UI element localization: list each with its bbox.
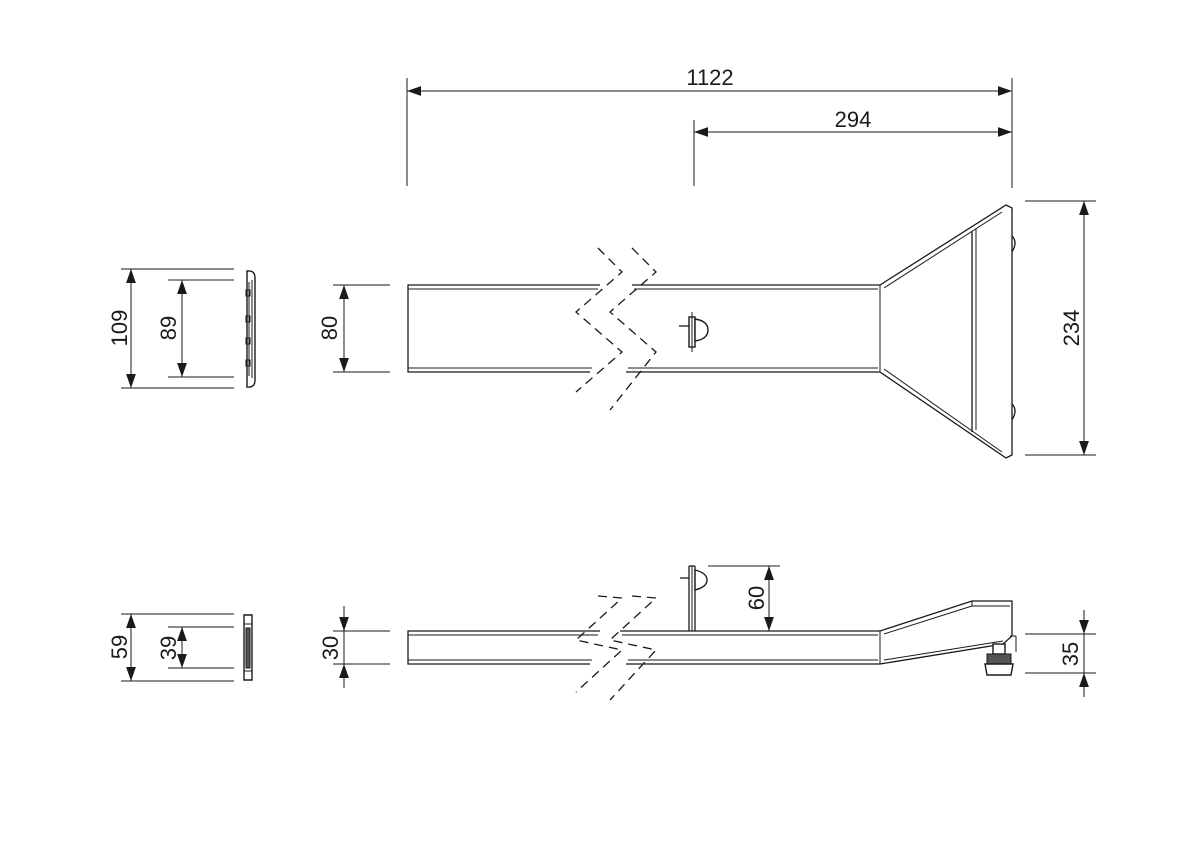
dimension-label-59: 59 [107,635,132,659]
break-line-top-1 [575,247,623,393]
dimension-arm-width: 80 [317,284,390,373]
dimension-end-inner-height: 39 [156,626,234,669]
dimension-label-80: 80 [317,316,342,340]
dimension-label-60: 60 [744,586,769,610]
end-view-plate [245,270,256,388]
dimension-label-109: 109 [107,310,132,347]
dimension-label-1122: 1122 [686,65,733,90]
dimension-overall-length: 1122 [406,65,1013,188]
arm-side-left [407,630,600,665]
top-view [407,204,1016,459]
dimension-arm-height: 30 [318,606,390,688]
head-foot-top [1011,235,1016,253]
bolt-top-view [679,312,709,352]
dimension-label-30: 30 [318,636,343,660]
arm-side-right [620,600,1013,665]
arm-top-right [626,204,1013,459]
dimension-end-inner-width: 89 [156,279,234,378]
dimension-head-length: 294 [693,107,1012,186]
arm-top-left [407,284,600,373]
break-line-top-2 [609,247,657,411]
break-line-side-1 [574,595,624,693]
dimension-label-294: 294 [835,107,872,132]
dimension-end-outer-width: 109 [107,268,234,389]
dimension-label-39: 39 [156,636,181,660]
adjustable-foot [984,635,1017,676]
dimension-label-234: 234 [1059,310,1084,347]
dimension-label-89: 89 [156,316,181,340]
side-view [407,565,1017,701]
head-foot-bottom [1011,403,1016,421]
bolt-side-view [680,565,708,631]
dimension-foot-height: 35 [1025,610,1096,697]
dimension-label-35: 35 [1058,642,1083,666]
dimension-pin-height: 60 [708,565,780,631]
break-line-side-2 [608,595,658,701]
dimension-head-width: 234 [1025,200,1096,456]
end-view-side-plate [243,614,253,681]
dimension-end-outer-height: 59 [107,613,234,682]
